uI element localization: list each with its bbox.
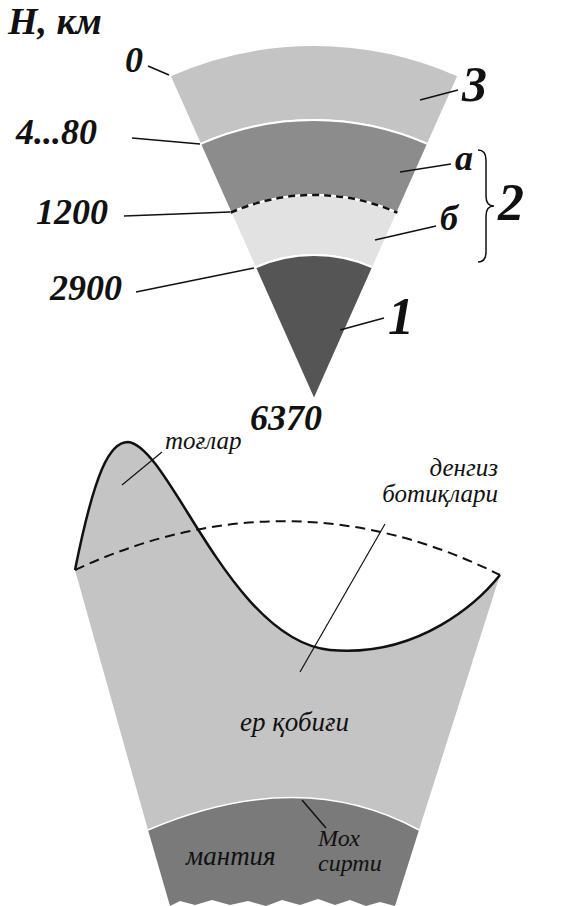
moho-boundary [148,798,419,831]
leader-line [300,524,385,672]
label-holder: 4...80 [16,114,97,152]
leader-line [148,66,169,75]
depth-value: 4...80 [16,114,97,152]
leader-line [136,268,254,292]
leader-line [302,800,326,828]
label-holder: тоғлар [165,428,242,454]
depth-value: 6370 [250,400,322,438]
layer-label: мантия [186,842,276,870]
depth-value: 2900 [50,270,122,308]
boundary-label: Мох сирти [318,826,398,876]
label-holder: мантия [186,842,276,870]
depth-value: 0 [125,42,143,80]
leader-line [375,226,436,240]
label-holder: денгиз ботиқлари [308,455,498,508]
label-holder: 1 [388,290,414,345]
feature-label: денгиз ботиқлари [308,455,498,508]
callout-letter: б [440,200,458,238]
leader-line [400,164,451,172]
feature-label: тоғлар [165,428,242,454]
axis-label: H, км [8,2,102,42]
leader-line [340,318,384,330]
callout-number: 1 [388,290,414,345]
label-holder: 6370 [250,400,322,438]
label-holder: Мох сирти [318,826,398,876]
label-holder: 2 [498,176,524,231]
sea-level-line [75,521,500,575]
label-holder: 0 [125,42,143,80]
leader-line [122,452,162,485]
core-sector [255,255,373,400]
mantle-block [148,798,419,906]
label-holder: б [440,200,458,238]
label-holder: 2900 [50,270,122,308]
leader-line [124,212,230,216]
label-holder: H, км [8,2,102,42]
label-holder: 3 [462,58,487,111]
layer-label: ер қобиғи [240,708,349,736]
bracket [478,150,494,262]
crust-block [75,442,500,830]
leader-line [132,138,200,144]
callout-number: 3 [462,58,487,111]
callout-letter: а [455,140,473,178]
depth-value: 1200 [36,194,108,232]
leader-line [420,90,458,100]
dashed-boundary [231,195,398,213]
label-holder: ер қобиғи [240,708,349,736]
label-holder: а [455,140,473,178]
callout-number: 2 [498,176,524,231]
surface-outline [75,442,500,651]
label-holder: 1200 [36,194,108,232]
